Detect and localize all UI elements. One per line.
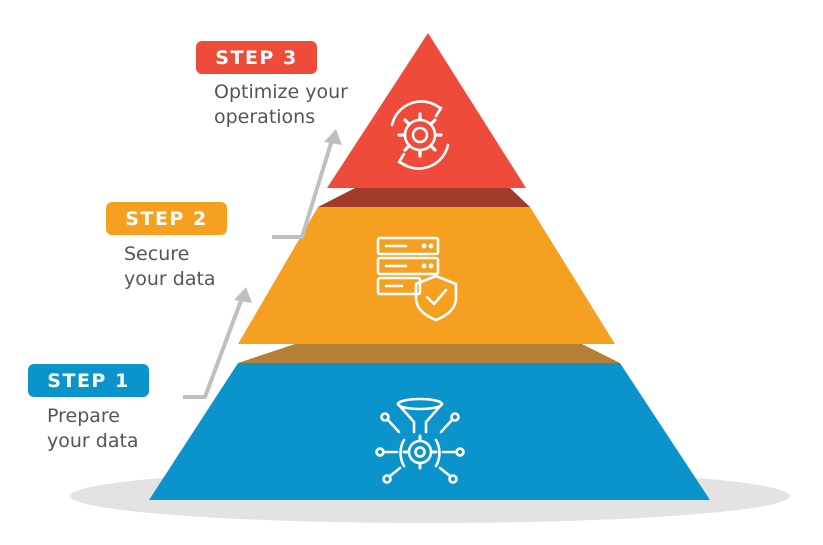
arrow-step2-to-step3	[272, 139, 334, 239]
step2-description-line1: Secure	[124, 243, 190, 265]
step3-badge: STEP 3	[196, 41, 317, 74]
step1-description-line2: your data	[47, 430, 139, 452]
step1-description: Prepare your data	[47, 404, 139, 454]
step2-description: Secure your data	[124, 242, 216, 292]
data-funnel-gear-icon	[375, 397, 465, 484]
server-shield-icon	[376, 236, 458, 322]
layer-step2	[238, 207, 615, 344]
layer-step1	[149, 363, 710, 500]
step3-description: Optimize your operations	[214, 80, 348, 130]
gear-cycle-icon	[390, 100, 450, 170]
layer-step3	[327, 33, 526, 188]
step1-badge: STEP 1	[28, 364, 149, 397]
step3-description-line2: operations	[214, 106, 316, 128]
step3-description-line1: Optimize your	[214, 81, 348, 103]
arrowhead-step2	[234, 287, 252, 303]
layer-step1-top	[238, 344, 620, 363]
step1-description-line1: Prepare	[47, 405, 120, 427]
step2-description-line2: your data	[124, 268, 216, 290]
arrow-step1-to-step2	[183, 297, 244, 399]
step2-badge: STEP 2	[106, 202, 227, 235]
arrowhead-step3	[324, 129, 342, 145]
layer-step2-top	[318, 188, 530, 207]
